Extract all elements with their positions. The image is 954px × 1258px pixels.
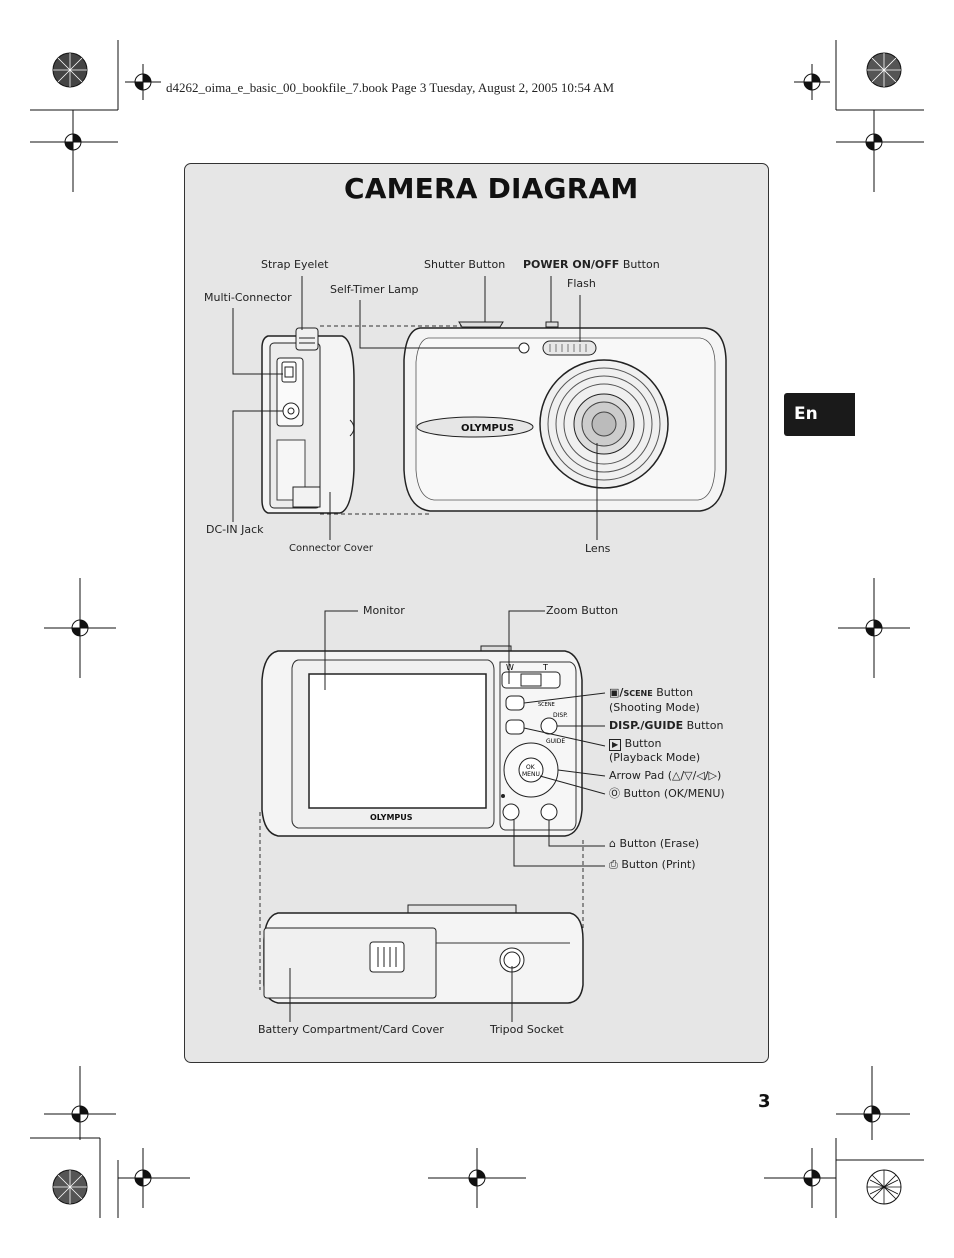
brand-logo-front: OLYMPUS	[461, 423, 514, 434]
menu-mark: MENU	[522, 771, 540, 778]
playback-icon: ▶	[609, 739, 622, 751]
star-target-icon	[52, 52, 902, 1205]
label-scene: SCENE	[623, 689, 653, 698]
label-multi-connector: Multi-Connector	[204, 291, 292, 304]
back-disp-mark: DISP.	[553, 712, 568, 719]
label-arrow-pad-suffix: )	[716, 769, 722, 782]
label-erase: Button (Erase)	[619, 837, 700, 850]
label-playback-mode: (Playback Mode)	[609, 751, 701, 764]
zoom-tele-mark: T	[542, 663, 548, 672]
ok-mark: OK	[526, 764, 536, 771]
label-connector-cover: Connector Cover	[289, 543, 374, 554]
label-ok-menu: Button (OK/MENU)	[623, 787, 725, 800]
label-tripod-socket: Tripod Socket	[490, 1023, 564, 1036]
label-ok-menu-button: Ⓞ Button (OK/MENU)	[609, 787, 725, 801]
camera-bottom-view	[259, 812, 584, 1004]
label-print: Button (Print)	[621, 858, 696, 871]
page-number: 3	[758, 1091, 771, 1112]
label-arrow-pad-prefix: Arrow Pad (	[609, 769, 673, 782]
label-shutter-button: Shutter Button	[424, 258, 506, 271]
label-flash: Flash	[567, 277, 596, 290]
label-monitor: Monitor	[363, 604, 405, 617]
ok-button-icon: Ⓞ	[609, 787, 620, 800]
camera-side-view	[261, 325, 462, 515]
erase-icon: ⌂	[609, 837, 616, 850]
label-disp-guide-button: DISP./GUIDE Button	[609, 719, 723, 733]
label-shooting-mode-button: ▣/SCENE Button (Shooting Mode)	[609, 686, 700, 714]
brand-logo-back: OLYMPUS	[370, 813, 413, 822]
camera-front-view: OLYMPUS	[403, 321, 727, 512]
label-battery-cover: Battery Compartment/Card Cover	[258, 1023, 444, 1036]
label-arrow-pad: Arrow Pad (△/▽/◁/▷)	[609, 769, 721, 783]
leader-lines	[232, 276, 606, 1022]
page-title: CAMERA DIAGRAM	[344, 172, 639, 205]
label-disp-bold: DISP./GUIDE	[609, 719, 684, 732]
label-dc-in-jack: DC-IN Jack	[206, 523, 264, 536]
print-icon: ⎙	[609, 858, 618, 871]
camera-back-view: OLYMPUS W T SCENE DISP. GUIDE OK MENU	[261, 645, 583, 837]
label-lens: Lens	[585, 542, 611, 555]
language-tab: En	[784, 393, 855, 436]
label-disp-suffix: Button	[683, 719, 724, 732]
label-power-button: POWER ON/OFF Button	[523, 258, 660, 272]
label-self-timer-lamp: Self-Timer Lamp	[330, 283, 419, 296]
label-print-button: ⎙ Button (Print)	[609, 858, 696, 872]
label-playback-button: ▶ Button (Playback Mode)	[609, 737, 700, 765]
camera-icon: ▣	[609, 686, 620, 699]
label-shooting-mode: (Shooting Mode)	[609, 701, 700, 714]
zoom-wide-mark: W	[506, 663, 514, 672]
label-strap-eyelet: Strap Eyelet	[261, 258, 329, 271]
label-power-suffix: Button	[619, 258, 660, 271]
back-scene-mark: SCENE	[538, 702, 555, 708]
arrow-icons: △/▽/◁/▷	[672, 769, 717, 782]
label-zoom-button: Zoom Button	[546, 604, 619, 617]
label-shooting-suffix: Button	[652, 686, 694, 699]
label-erase-button: ⌂ Button (Erase)	[609, 837, 699, 851]
print-header: d4262_oima_e_basic_00_bookfile_7.book Pa…	[166, 80, 615, 95]
label-playback-suffix: Button	[621, 737, 662, 750]
back-guide-mark: GUIDE	[546, 738, 565, 745]
label-power-bold: POWER ON/OFF	[523, 258, 620, 271]
